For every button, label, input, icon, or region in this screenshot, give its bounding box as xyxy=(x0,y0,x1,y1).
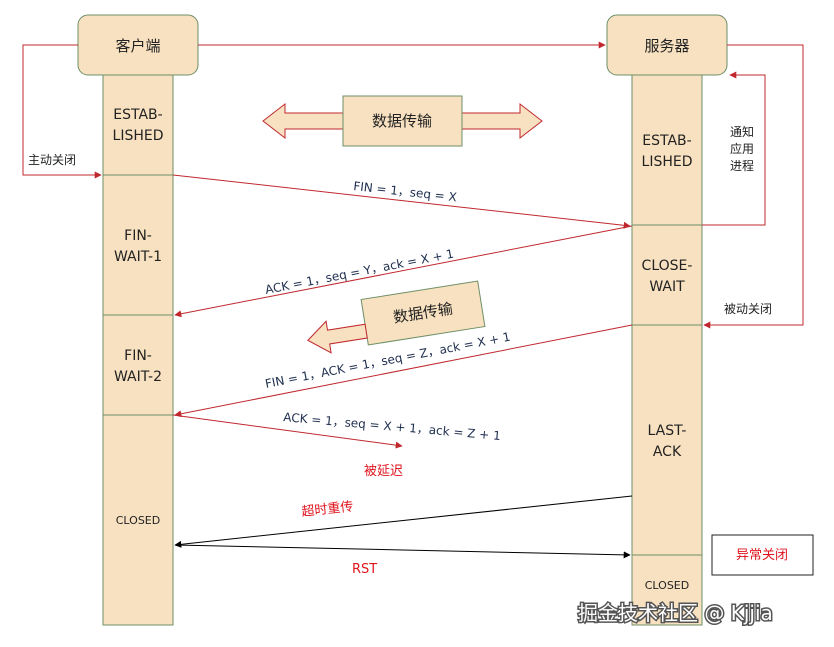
notify-app-arrow xyxy=(702,71,766,226)
fin-arrow xyxy=(172,174,631,229)
rst-label: RST xyxy=(352,562,377,577)
client-state-fin-wait-1-a: FIN- xyxy=(124,228,152,244)
notify-app-label-1: 通知 xyxy=(730,125,754,139)
passive-close-arrow xyxy=(703,44,804,329)
transfer-box-middle xyxy=(360,280,486,346)
client-lifeline xyxy=(102,74,174,626)
server-state-close-wait-1: CLOSE- xyxy=(642,258,693,274)
client-state-established-1: ESTAB- xyxy=(113,107,162,123)
transfer-label-top: 数据传输 xyxy=(372,112,432,130)
transfer-box-top xyxy=(342,95,463,147)
notify-app-label-3: 进程 xyxy=(730,158,754,173)
transfer-group-middle: 数据传输 xyxy=(307,280,486,354)
transfer-right-arrow xyxy=(461,102,543,140)
client-state-fin-wait-2-b: WAIT-2 xyxy=(114,369,162,385)
ack-1-arrow xyxy=(174,225,633,318)
transfer-left-arrow xyxy=(262,102,344,140)
rst-arrow xyxy=(174,544,631,559)
fin-ack-arrow xyxy=(174,324,633,418)
client-state-closed: CLOSED xyxy=(116,514,160,527)
abnormal-close-label: 异常关闭 xyxy=(736,548,788,563)
client-state-fin-wait-1-b: WAIT-1 xyxy=(114,249,162,265)
server-state-last-ack-2: ACK xyxy=(653,444,682,460)
retransmit-arrow xyxy=(174,495,633,548)
client-label: 客户端 xyxy=(115,37,160,55)
ack-2-label: ACK = 1，seq = X + 1，ack = Z + 1 xyxy=(283,410,502,443)
timeout-retransmit-label: 超时重传 xyxy=(301,499,354,520)
transfer-left-arrow-middle xyxy=(307,320,368,354)
delayed-label: 被延迟 xyxy=(364,464,403,479)
server-state-established-2: LISHED xyxy=(642,154,693,170)
server-state-established-1: ESTAB- xyxy=(642,133,691,149)
ack-2-arrow xyxy=(172,414,403,449)
active-close-label: 主动关闭 xyxy=(28,153,76,167)
watermark: 掘金技术社区 @ Kjjia xyxy=(578,601,773,625)
passive-close-label: 被动关闭 xyxy=(724,302,772,316)
server-state-closed: CLOSED xyxy=(645,579,689,592)
active-close-arrow xyxy=(22,44,102,179)
client-state-established-2: LISHED xyxy=(113,128,164,144)
server-label: 服务器 xyxy=(644,37,689,55)
notify-app-label-2: 应用 xyxy=(730,141,754,156)
server-state-close-wait-2: WAIT xyxy=(649,279,685,295)
client-state-fin-wait-2-a: FIN- xyxy=(124,348,152,364)
abnormal-close-box xyxy=(711,534,814,576)
server-state-last-ack-1: LAST- xyxy=(648,423,687,439)
